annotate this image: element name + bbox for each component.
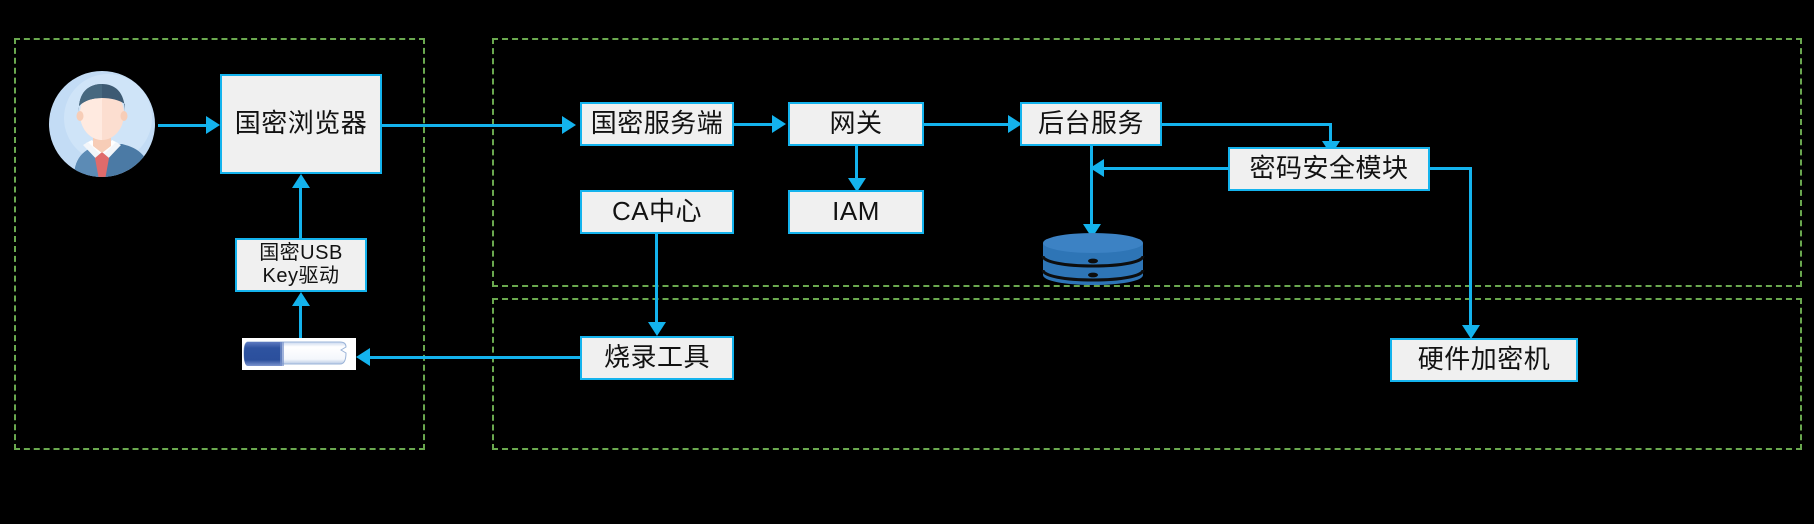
edge-driver-to-browser — [299, 188, 302, 240]
arrowhead-usbkey-to-driver — [292, 292, 310, 306]
node-hsm[interactable]: 硬件加密机 — [1390, 338, 1578, 382]
node-burn-tool[interactable]: 烧录工具 — [580, 336, 734, 380]
arrowhead-user-to-browser — [206, 116, 220, 134]
arrowhead-ca-to-burntool — [648, 322, 666, 336]
database-cylinder-icon — [1041, 232, 1145, 286]
node-backend[interactable]: 后台服务 — [1020, 102, 1162, 146]
edge-browser-to-gmserver — [382, 124, 562, 127]
node-crypto-module[interactable]: 密码安全模块 — [1228, 147, 1430, 191]
usb-key-icon — [242, 338, 356, 370]
arrowhead-gateway-to-backend — [1008, 115, 1022, 133]
edge-ca-to-burntool — [655, 234, 658, 322]
user-avatar-icon — [48, 70, 156, 178]
server-zone — [492, 38, 1802, 287]
edge-backend-to-database — [1090, 146, 1093, 224]
client-zone — [14, 38, 425, 450]
edge-backend-to-cryptomodule-v — [1329, 123, 1332, 141]
edge-backend-to-cryptomodule-h — [1162, 123, 1332, 126]
edge-gateway-to-backend — [924, 123, 1008, 126]
edge-cryptomodule-to-hsm-v — [1469, 167, 1472, 325]
arrowhead-browser-to-gmserver — [562, 116, 576, 134]
node-gateway[interactable]: 网关 — [788, 102, 924, 146]
edge-cryptomodule-to-backend — [1104, 167, 1228, 170]
arrowhead-driver-to-browser — [292, 174, 310, 188]
node-iam[interactable]: IAM — [788, 190, 924, 234]
edge-user-to-browser — [158, 124, 206, 127]
node-ca-center[interactable]: CA中心 — [580, 190, 734, 234]
edge-cryptomodule-to-hsm-h — [1430, 167, 1472, 170]
arrowhead-gmserver-to-gateway — [772, 115, 786, 133]
node-gm-server[interactable]: 国密服务端 — [580, 102, 734, 146]
arrowhead-burntool-to-usbkey — [356, 348, 370, 366]
edge-gmserver-to-gateway — [734, 123, 772, 126]
arrowhead-cryptomodule-to-hsm — [1462, 325, 1480, 339]
arrowhead-gateway-to-iam — [848, 178, 866, 192]
arrowhead-cryptomodule-to-backend — [1090, 159, 1104, 177]
node-usb-driver[interactable]: 国密USB Key驱动 — [235, 238, 367, 292]
edge-usbkey-to-driver — [299, 306, 302, 356]
device-zone — [492, 298, 1802, 450]
edge-burntool-to-usbkey — [370, 356, 580, 359]
edge-gateway-to-iam — [855, 146, 858, 178]
node-browser[interactable]: 国密浏览器 — [220, 74, 382, 174]
